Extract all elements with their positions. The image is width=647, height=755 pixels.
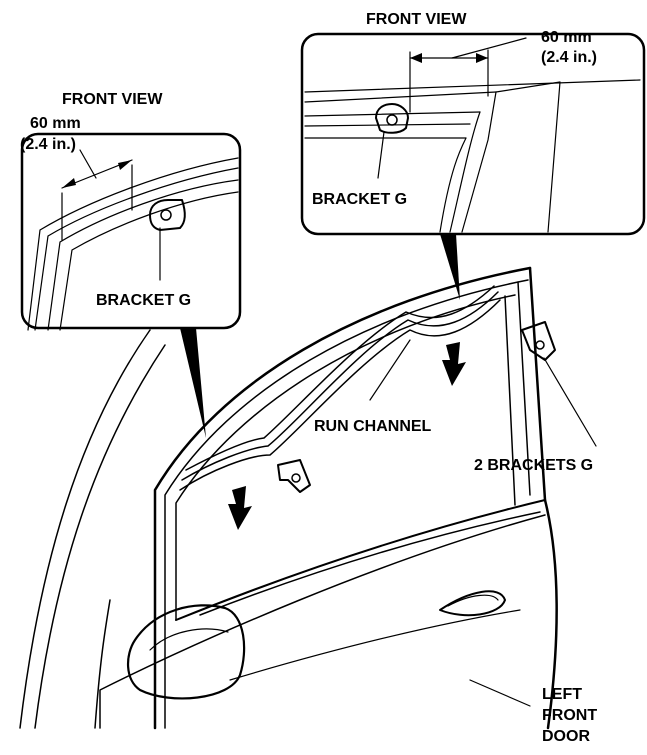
bracket-g-upper-right — [521, 321, 556, 361]
run-channel-label: RUN CHANNEL — [314, 418, 432, 435]
right-dimension-inches: (2.4 in.) — [541, 49, 597, 66]
arrow-down-center — [442, 342, 466, 386]
right-callout-pointer — [440, 234, 460, 300]
door-label-line1: LEFT — [542, 686, 582, 703]
door-label-line3: DOOR — [542, 728, 590, 745]
left-callout-box — [20, 132, 242, 331]
door-label-line2: FRONT — [542, 707, 597, 724]
left-dimension-inches: (2.4 in.) — [20, 136, 76, 153]
right-front-view-label: FRONT VIEW — [366, 11, 467, 28]
door-leader — [469, 679, 531, 707]
run-channel — [179, 285, 501, 491]
run-channel-leader — [369, 339, 411, 401]
door-frame — [99, 266, 558, 730]
brackets-g-label: 2 BRACKETS G — [474, 457, 593, 474]
left-bracket-g-label: BRACKET G — [96, 292, 191, 309]
side-mirror — [127, 604, 246, 700]
right-dimension-mm: 60 mm — [541, 29, 592, 46]
left-callout-pointer — [180, 328, 206, 438]
left-front-view-label: FRONT VIEW — [62, 91, 163, 108]
right-callout-box — [300, 32, 646, 236]
bracket-g-lower — [277, 459, 311, 493]
left-dimension-mm: 60 mm — [30, 115, 81, 132]
brackets-leader — [543, 357, 597, 447]
arrow-down-left — [228, 486, 252, 530]
right-bracket-g-label: BRACKET G — [312, 191, 407, 208]
car-body-outline — [19, 329, 166, 729]
